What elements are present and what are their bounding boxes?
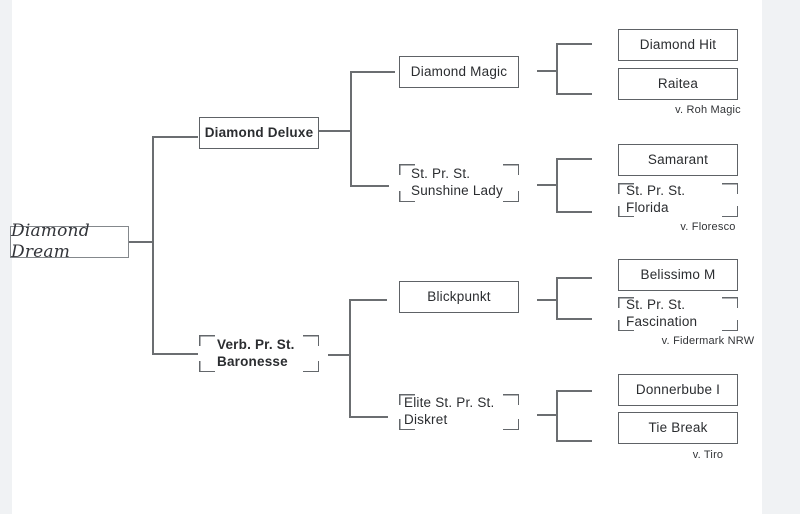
node-diamond-deluxe: Diamond Deluxe — [199, 117, 319, 149]
sire-note-florida: v. Floresco — [680, 221, 736, 233]
connector-line — [556, 43, 558, 94]
connector-line — [556, 43, 592, 45]
connector-line — [537, 299, 556, 301]
node-donnerbube-i: Donnerbube I — [618, 374, 738, 406]
connector-line — [556, 390, 558, 441]
node-tie-break: Tie Break — [618, 412, 738, 444]
connector-line — [556, 158, 558, 212]
connector-line — [350, 71, 395, 73]
connector-line — [349, 416, 388, 418]
left-margin-strip — [0, 0, 12, 514]
node-diamond-hit: Diamond Hit — [618, 29, 738, 61]
connector-line — [556, 277, 558, 319]
connector-line — [152, 136, 154, 354]
connector-line — [537, 70, 556, 72]
connector-line — [129, 241, 152, 243]
connector-line — [350, 185, 389, 187]
connector-line — [556, 158, 592, 160]
node-raitea: Raitea — [618, 68, 738, 100]
connector-line — [328, 354, 349, 356]
node-florida: St. Pr. St. Florida — [618, 183, 738, 217]
node-belissimo-m: Belissimo M — [618, 259, 738, 291]
connector-line — [556, 440, 592, 442]
connector-line — [537, 414, 556, 416]
connector-line — [349, 299, 351, 417]
node-fascination: St. Pr. St. Fascination — [618, 297, 738, 331]
connector-line — [319, 130, 350, 132]
node-diamond-dream: Diamond Dream — [10, 221, 129, 262]
node-sunshine-lady: St. Pr. St. Sunshine Lady — [399, 164, 519, 202]
connector-line — [556, 277, 592, 279]
sire-note-raitea: v. Roh Magic — [675, 104, 741, 116]
connector-line — [152, 353, 198, 355]
connector-line — [349, 299, 387, 301]
connector-line — [152, 136, 198, 138]
sire-note-fascination: v. Fidermark NRW — [661, 335, 755, 347]
node-verb-pr-st-baronesse: Verb. Pr. St. Baronesse — [199, 335, 319, 372]
node-diamond-magic: Diamond Magic — [399, 56, 519, 88]
connector-line — [537, 184, 556, 186]
node-diskret: Elite St. Pr. St. Diskret — [399, 394, 519, 430]
right-margin-strip — [762, 0, 800, 514]
connector-line — [350, 71, 352, 186]
connector-line — [556, 93, 592, 95]
node-samarant: Samarant — [618, 144, 738, 176]
node-blickpunkt: Blickpunkt — [399, 281, 519, 313]
connector-line — [556, 390, 592, 392]
connector-line — [556, 211, 592, 213]
sire-note-tie-break: v. Tiro — [692, 449, 724, 461]
connector-line — [556, 318, 592, 320]
